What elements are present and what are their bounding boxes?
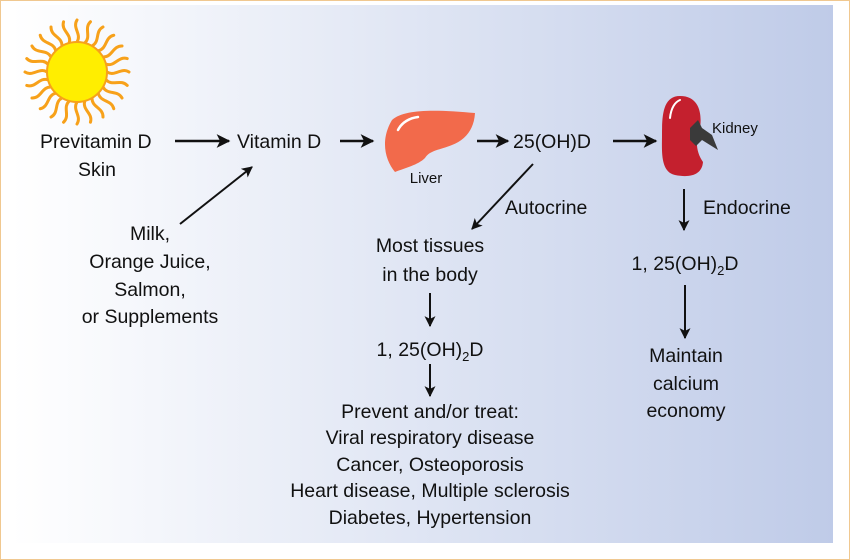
arrow-autocrine xyxy=(471,163,534,230)
diet-sources: Milk, Orange Juice, Salmon, or Supplemen… xyxy=(82,223,219,328)
sun-ray xyxy=(25,57,50,66)
sun-ray xyxy=(83,20,92,45)
sun-ray xyxy=(25,77,50,88)
sun-ray xyxy=(105,69,131,75)
sun-ray xyxy=(30,85,53,100)
vitamin-d-label: Vitamin D xyxy=(237,131,321,153)
sun-ray xyxy=(49,96,64,119)
sun-ray xyxy=(62,99,71,124)
maintain-line: calcium xyxy=(653,373,719,395)
sun-icon xyxy=(23,18,131,126)
tissues-line: in the body xyxy=(382,264,478,286)
prevent-line: Heart disease, Multiple sclerosis xyxy=(290,480,570,502)
sun-ray xyxy=(101,44,124,59)
maintain-line: Maintain xyxy=(649,345,723,367)
sun-ray xyxy=(90,25,105,48)
calcidiol-label: 25(OH)D xyxy=(513,131,591,153)
sun-ray xyxy=(30,44,53,59)
kidney-label: Kidney xyxy=(712,120,758,137)
sun-ray xyxy=(96,91,116,111)
tissues-line: Most tissues xyxy=(376,235,485,257)
background-panel xyxy=(12,5,833,543)
sun-ray xyxy=(61,20,72,45)
arrow-diet-to-vitamin xyxy=(179,166,253,225)
prevent-list: Prevent and/or treat: Viral respiratory … xyxy=(290,401,570,529)
liver-icon xyxy=(384,110,475,172)
sun-ray xyxy=(74,18,80,44)
prevent-line: Viral respiratory disease xyxy=(326,427,535,449)
diet-line: Orange Juice, xyxy=(89,251,210,273)
sun-ray xyxy=(38,91,58,111)
diet-line: or Supplements xyxy=(82,306,219,328)
maintain-line: economy xyxy=(646,400,725,422)
previtamin-label: Previtamin D xyxy=(40,131,152,153)
sun-ray xyxy=(23,69,49,75)
autocrine-label: Autocrine xyxy=(505,197,587,219)
diet-line: Salmon, xyxy=(114,279,186,301)
prevent-line: Diabetes, Hypertension xyxy=(329,507,532,529)
calcitriol-label-autocrine: 1, 25(OH)2D xyxy=(377,339,484,364)
prevent-line: Prevent and/or treat: xyxy=(341,401,519,423)
skin-label: Skin xyxy=(78,159,116,181)
sun-ray xyxy=(104,56,129,67)
sun-ray xyxy=(82,99,93,124)
sun-ray xyxy=(74,100,80,126)
sun-ray xyxy=(96,33,116,53)
sun-ray xyxy=(104,78,129,87)
sun-ray xyxy=(90,96,105,119)
calcitriol-label-endocrine: 1, 25(OH)2D xyxy=(632,253,739,278)
prevent-line: Cancer, Osteoporosis xyxy=(336,454,524,476)
diet-line: Milk, xyxy=(130,223,170,245)
sun-ray xyxy=(101,85,124,100)
sun-ray xyxy=(38,33,58,53)
endocrine-label: Endocrine xyxy=(703,197,791,219)
liver-label: Liver xyxy=(410,170,443,187)
kidney-icon xyxy=(661,96,718,177)
sun-ray xyxy=(49,25,64,48)
